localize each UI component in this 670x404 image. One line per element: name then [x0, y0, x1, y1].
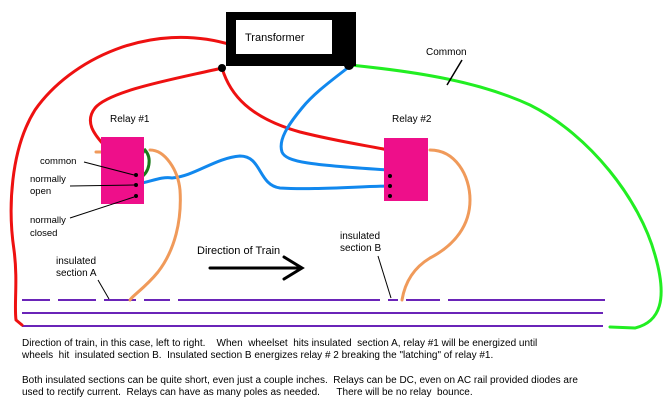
common-wire-label: Common [426, 47, 467, 58]
section-b-pointer [377, 255, 392, 299]
orange-wire-section-b [400, 148, 472, 302]
red-wires [9, 35, 390, 327]
relay2-contact-2 [388, 184, 392, 188]
common-pointer [83, 161, 135, 176]
transformer-terminal-left [218, 64, 226, 72]
relay2-contact-1 [388, 174, 392, 178]
blue-wire-relay1-relay2 [135, 154, 390, 191]
section-b-label-2: section B [340, 243, 381, 254]
relay-1: Relay #1 [101, 114, 150, 204]
relay1-nc-contact [134, 194, 138, 198]
normally-closed-label-1: normally [30, 215, 66, 226]
transformer-terminal-right [344, 60, 354, 70]
common-wire-pointer [446, 59, 463, 86]
relay2-label: Relay #2 [392, 114, 432, 125]
note-paragraph-1-line-2: wheels hit insulated section B. Insulate… [22, 350, 494, 361]
direction-arrow [208, 255, 305, 281]
transformer-label: Transformer [245, 32, 305, 44]
relay1-body [101, 137, 144, 204]
note-paragraph-2-line-1: Both insulated sections can be quite sho… [22, 375, 578, 386]
section-a-label-2: section A [56, 268, 97, 279]
transformer-face [236, 20, 332, 54]
normally-open-label-1: normally [30, 174, 66, 185]
normally-open-pointer [69, 184, 135, 187]
relay2-body [384, 138, 428, 201]
relay1-common-contact [134, 173, 138, 177]
normally-open-label-2: open [30, 186, 51, 197]
green-common-wire [348, 63, 663, 330]
note-paragraph-2-line-2: used to rectify current. Relays can have… [22, 387, 473, 398]
blue-wires [135, 64, 390, 191]
normally-closed-label-2: closed [30, 228, 57, 239]
relay2-contact-3 [388, 194, 392, 198]
relay1-no-contact [134, 183, 138, 187]
direction-label: Direction of Train [197, 245, 280, 257]
blue-wire-transformer-relay2 [279, 64, 390, 172]
relay-2: Relay #2 [384, 114, 432, 201]
common-wire [348, 63, 663, 330]
orange-wire-section-a [128, 148, 182, 302]
relay1-label: Relay #1 [110, 114, 150, 125]
note-paragraph-1-line-1: Direction of train, in this case, left t… [22, 338, 538, 349]
transformer: Transformer [226, 12, 356, 66]
section-b-label-1: insulated [340, 231, 380, 242]
section-a-pointer [97, 279, 110, 300]
contact-labels: common normally open normally closed [30, 156, 135, 239]
red-wire-outer-loop [9, 35, 234, 327]
red-wire-to-relay2 [220, 66, 390, 152]
track [22, 299, 605, 327]
normally-closed-pointer [69, 196, 135, 219]
section-a-label-1: insulated [56, 256, 96, 267]
common-contact-label: common [40, 156, 76, 167]
red-wire-to-relay1 [88, 66, 224, 146]
